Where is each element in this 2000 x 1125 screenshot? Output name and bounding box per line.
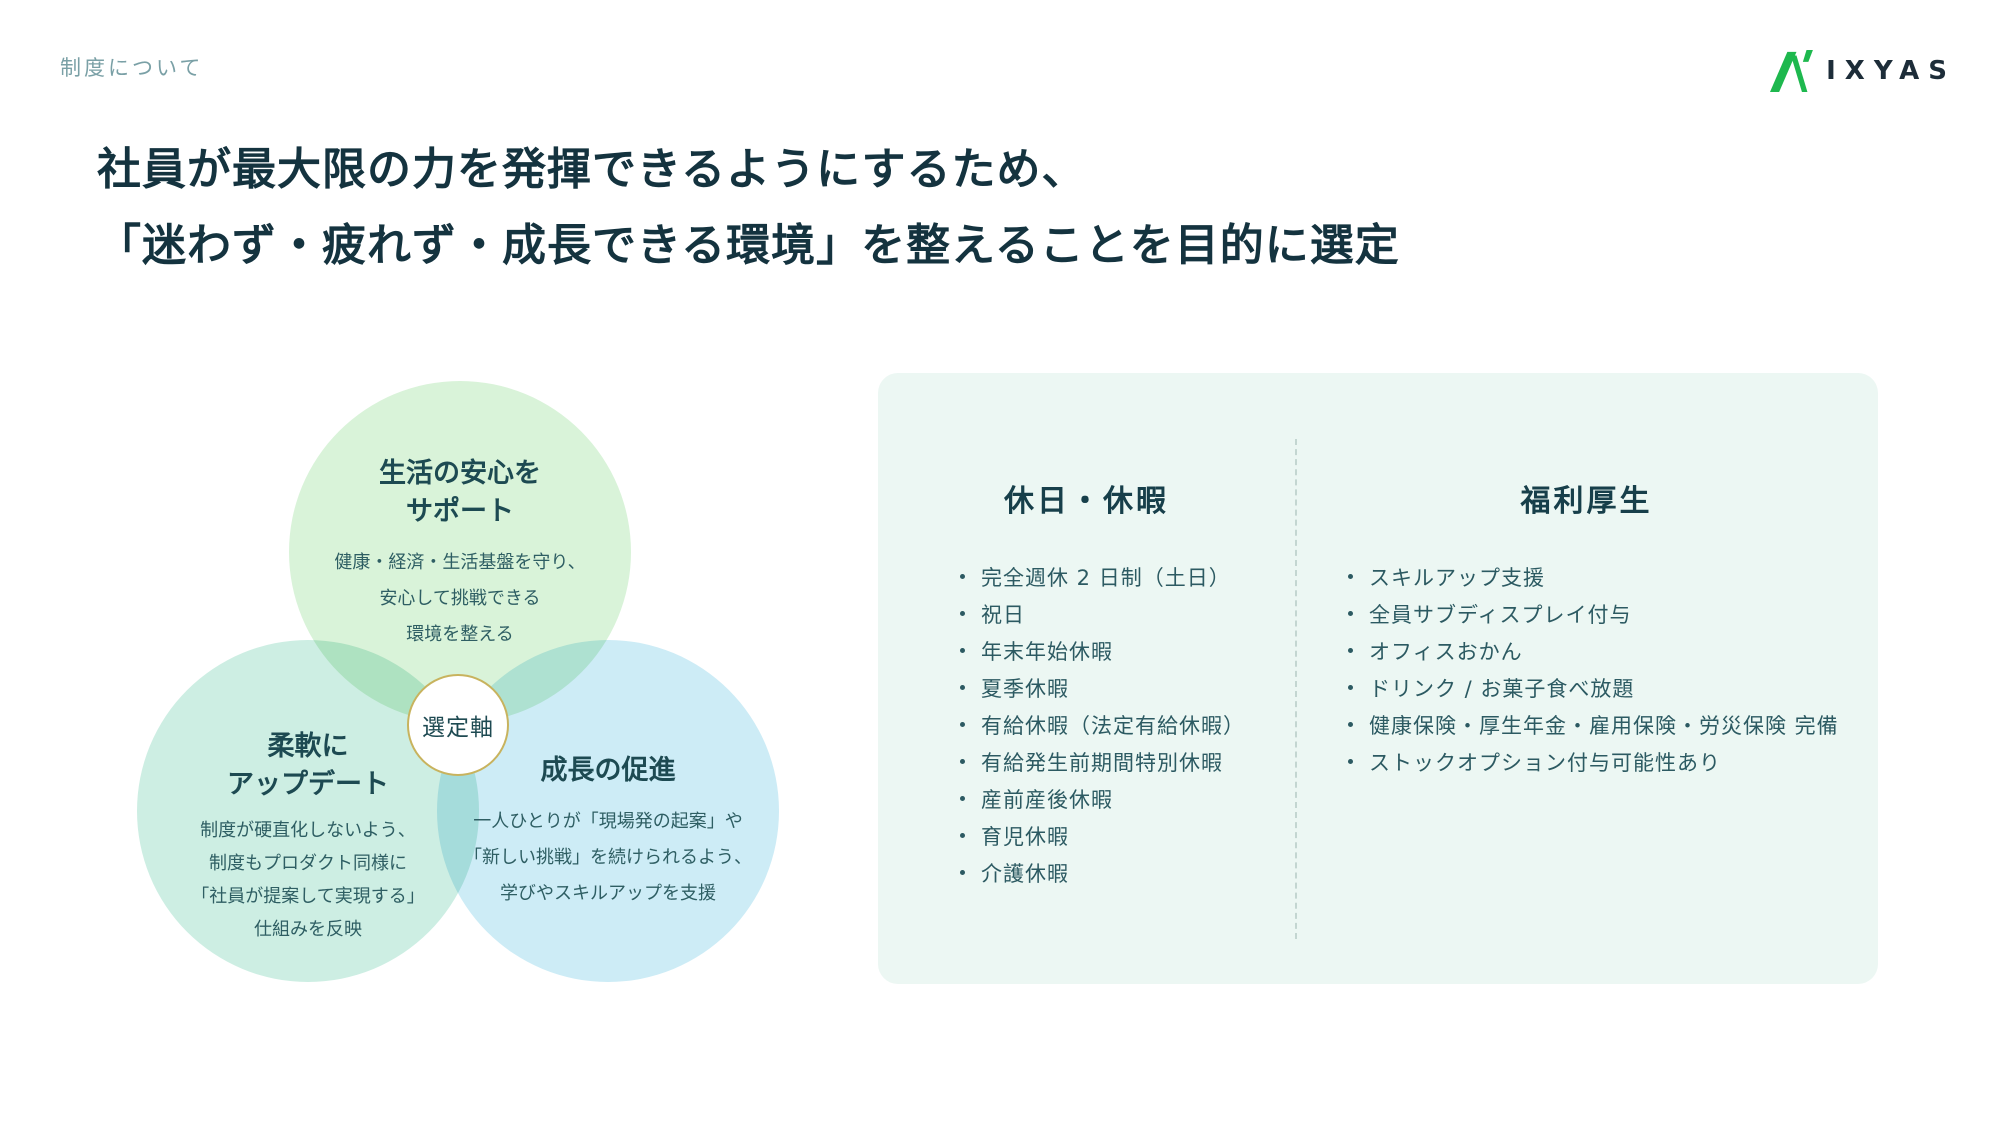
logo-mark-icon (1768, 50, 1814, 92)
venn-right-title-line: 成長の促進 (540, 755, 676, 786)
benefit-item: 有給休暇（法定有給休暇） (960, 706, 1245, 743)
bullet-icon (1348, 574, 1353, 579)
welfare-list: スキルアップ支援 全員サブディスプレイ付与 オフィスおかん ドリンク / お菓子… (1348, 558, 1839, 780)
benefit-item-label: 有給発生前期間特別休暇 (981, 750, 1223, 775)
slide-heading-line1: 社員が最大限の力を発揮できるようにするため、 (97, 144, 1087, 195)
bullet-icon (960, 796, 965, 801)
bullet-icon (960, 722, 965, 727)
bullet-icon (1348, 722, 1353, 727)
benefit-item: オフィスおかん (1348, 632, 1839, 669)
benefit-item: 祝日 (960, 595, 1245, 632)
venn-top-title-line: サポート (406, 496, 514, 527)
benefit-item: 産前産後休暇 (960, 780, 1245, 817)
benefit-item-label: ドリンク / お菓子食べ放題 (1369, 676, 1635, 701)
venn-left-desc-line: 制度が硬直化しないよう、 (200, 820, 416, 841)
bullet-icon (960, 870, 965, 875)
benefit-item: 夏季休暇 (960, 669, 1245, 706)
benefit-item-label: 夏季休暇 (981, 676, 1069, 701)
column-divider (1295, 439, 1297, 939)
venn-left-desc-line: 仕組みを反映 (254, 919, 362, 940)
logo-wordmark: IXYAS (1826, 56, 1956, 86)
benefit-item: 有給発生前期間特別休暇 (960, 743, 1245, 780)
venn-right-text: 成長の促進 一人ひとりが「現場発の起案」や 「新しい挑戦」を続けられるよう、 学… (464, 752, 752, 912)
benefit-item-label: 完全週休 2 日制（土日） (981, 565, 1231, 590)
venn-right-desc-line: 学びやスキルアップを支援 (500, 883, 716, 904)
page-label: 制度について (60, 56, 204, 80)
benefit-item: ドリンク / お菓子食べ放題 (1348, 669, 1839, 706)
venn-right-desc-line: 一人ひとりが「現場発の起案」や (473, 811, 743, 832)
benefit-item-label: 産前産後休暇 (981, 787, 1113, 812)
holidays-column-header: 休日・休暇 (1004, 484, 1169, 519)
venn-diagram: 選定軸 生活の安心を サポート 健康・経済・生活基盤を守り、 安心して挑戦できる… (0, 0, 900, 1125)
bullet-icon (1348, 759, 1353, 764)
venn-top-desc-line: 安心して挑戦できる (379, 588, 541, 609)
bullet-icon (960, 611, 965, 616)
benefit-item-label: 年末年始休暇 (981, 639, 1113, 664)
slide-heading-line2: 「迷わず・疲れず・成長できる環境」を整えることを目的に選定 (97, 220, 1400, 271)
benefit-item-label: 全員サブディスプレイ付与 (1369, 602, 1632, 627)
selection-axis-badge: 選定軸 (407, 674, 509, 776)
benefit-item-label: 健康保険・厚生年金・雇用保険・労災保険 完備 (1369, 713, 1839, 738)
benefit-item-label: 介護休暇 (981, 861, 1069, 886)
bullet-icon (960, 685, 965, 690)
benefit-item: ストックオプション付与可能性あり (1348, 743, 1839, 780)
benefit-item: スキルアップ支援 (1348, 558, 1839, 595)
benefit-item: 育児休暇 (960, 817, 1245, 854)
bullet-icon (1348, 648, 1353, 653)
benefit-item: 全員サブディスプレイ付与 (1348, 595, 1839, 632)
benefit-item-label: 有給休暇（法定有給休暇） (981, 713, 1245, 738)
benefit-item: 年末年始休暇 (960, 632, 1245, 669)
benefit-item-label: 育児休暇 (981, 824, 1069, 849)
brand-logo: IXYAS (1768, 50, 1956, 92)
venn-top-title-line: 生活の安心を (379, 458, 541, 489)
benefit-item: 介護休暇 (960, 854, 1245, 891)
selection-axis-label: 選定軸 (422, 715, 494, 741)
venn-left-desc-line: 制度もプロダクト同様に (209, 853, 407, 874)
benefit-item-label: ストックオプション付与可能性あり (1369, 750, 1721, 775)
venn-top-desc-line: 健康・経済・生活基盤を守り、 (334, 552, 586, 573)
venn-top-desc-line: 環境を整える (406, 624, 514, 645)
venn-left-title-line: アップデート (227, 769, 389, 800)
venn-left-desc-line: 「社員が提案して実現する」 (191, 886, 425, 907)
bullet-icon (960, 833, 965, 838)
welfare-column-header: 福利厚生 (1520, 484, 1653, 519)
benefits-panel: 休日・休暇 福利厚生 完全週休 2 日制（土日） 祝日 年末年始休暇 夏季休暇 … (878, 373, 1878, 984)
bullet-icon (960, 574, 965, 579)
bullet-icon (960, 648, 965, 653)
venn-left-text: 柔軟に アップデート 制度が硬直化しないよう、 制度もプロダクト同様に 「社員が… (191, 728, 424, 946)
venn-right-desc-line: 「新しい挑戦」を続けられるよう、 (464, 847, 752, 868)
venn-top-text: 生活の安心を サポート 健康・経済・生活基盤を守り、 安心して挑戦できる 環境を… (334, 455, 585, 653)
holidays-list: 完全週休 2 日制（土日） 祝日 年末年始休暇 夏季休暇 有給休暇（法定有給休暇… (960, 558, 1245, 891)
bullet-icon (960, 759, 965, 764)
benefit-item: 完全週休 2 日制（土日） (960, 558, 1245, 595)
slide-heading: 社員が最大限の力を発揮できるようにするため、 「迷わず・疲れず・成長できる環境」… (97, 132, 1400, 284)
bullet-icon (1348, 685, 1353, 690)
venn-left-title-line: 柔軟に (267, 731, 349, 762)
benefit-item-label: 祝日 (981, 602, 1025, 627)
benefit-item-label: オフィスおかん (1369, 639, 1523, 664)
bullet-icon (1348, 611, 1353, 616)
benefit-item: 健康保険・厚生年金・雇用保険・労災保険 完備 (1348, 706, 1839, 743)
benefit-item-label: スキルアップ支援 (1369, 565, 1545, 590)
